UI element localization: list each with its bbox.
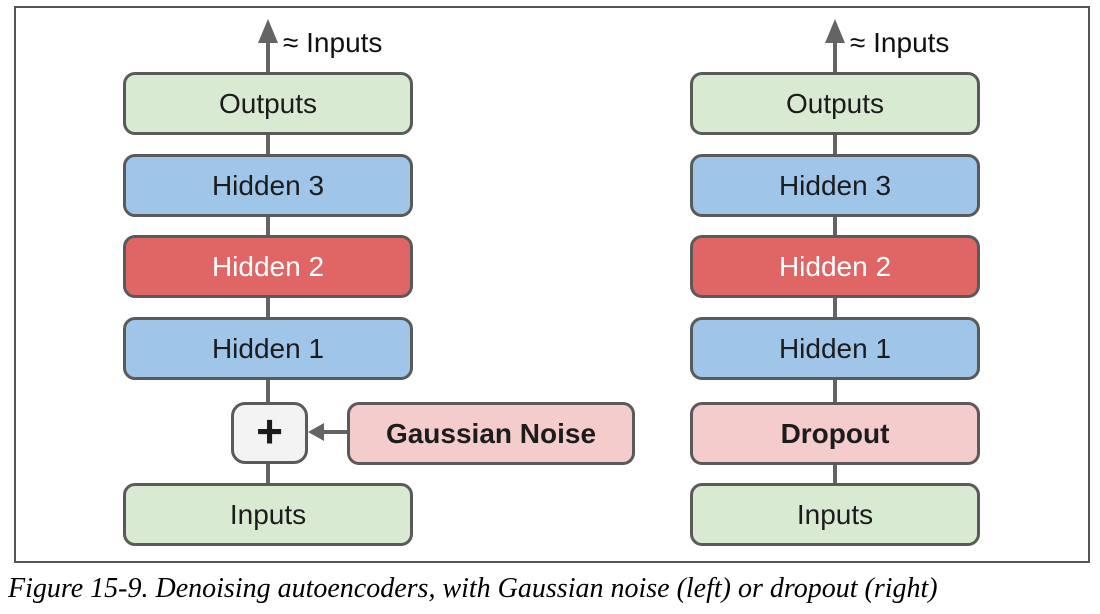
layer-box-hidden1: Hidden 1 [690,317,980,380]
left-arrow-icon [308,423,324,441]
layer-box-inputs: Inputs [690,483,980,546]
up-arrow-icon [258,19,278,43]
approx-inputs-label: ≈ Inputs [850,27,950,58]
up-arrow-icon [825,19,845,43]
layer-box-hidden2: Hidden 2 [123,235,413,298]
layer-box-hidden3: Hidden 3 [123,154,413,217]
figure-caption: Figure 15-9. Denoising autoencoders, wit… [8,573,938,604]
layer-box-hidden3: Hidden 3 [690,154,980,217]
layer-box-hidden2: Hidden 2 [690,235,980,298]
approx-inputs-label: ≈ Inputs [283,27,383,58]
noise-arrow-line [320,430,347,434]
gaussian-noise-box: Gaussian Noise [347,402,635,465]
dropout-box: Dropout [690,402,980,465]
layer-box-inputs: Inputs [123,483,413,546]
plus-operator-box: + [231,402,308,464]
layer-box-hidden1: Hidden 1 [123,317,413,380]
layer-box-outputs: Outputs [690,72,980,135]
layer-box-outputs: Outputs [123,72,413,135]
